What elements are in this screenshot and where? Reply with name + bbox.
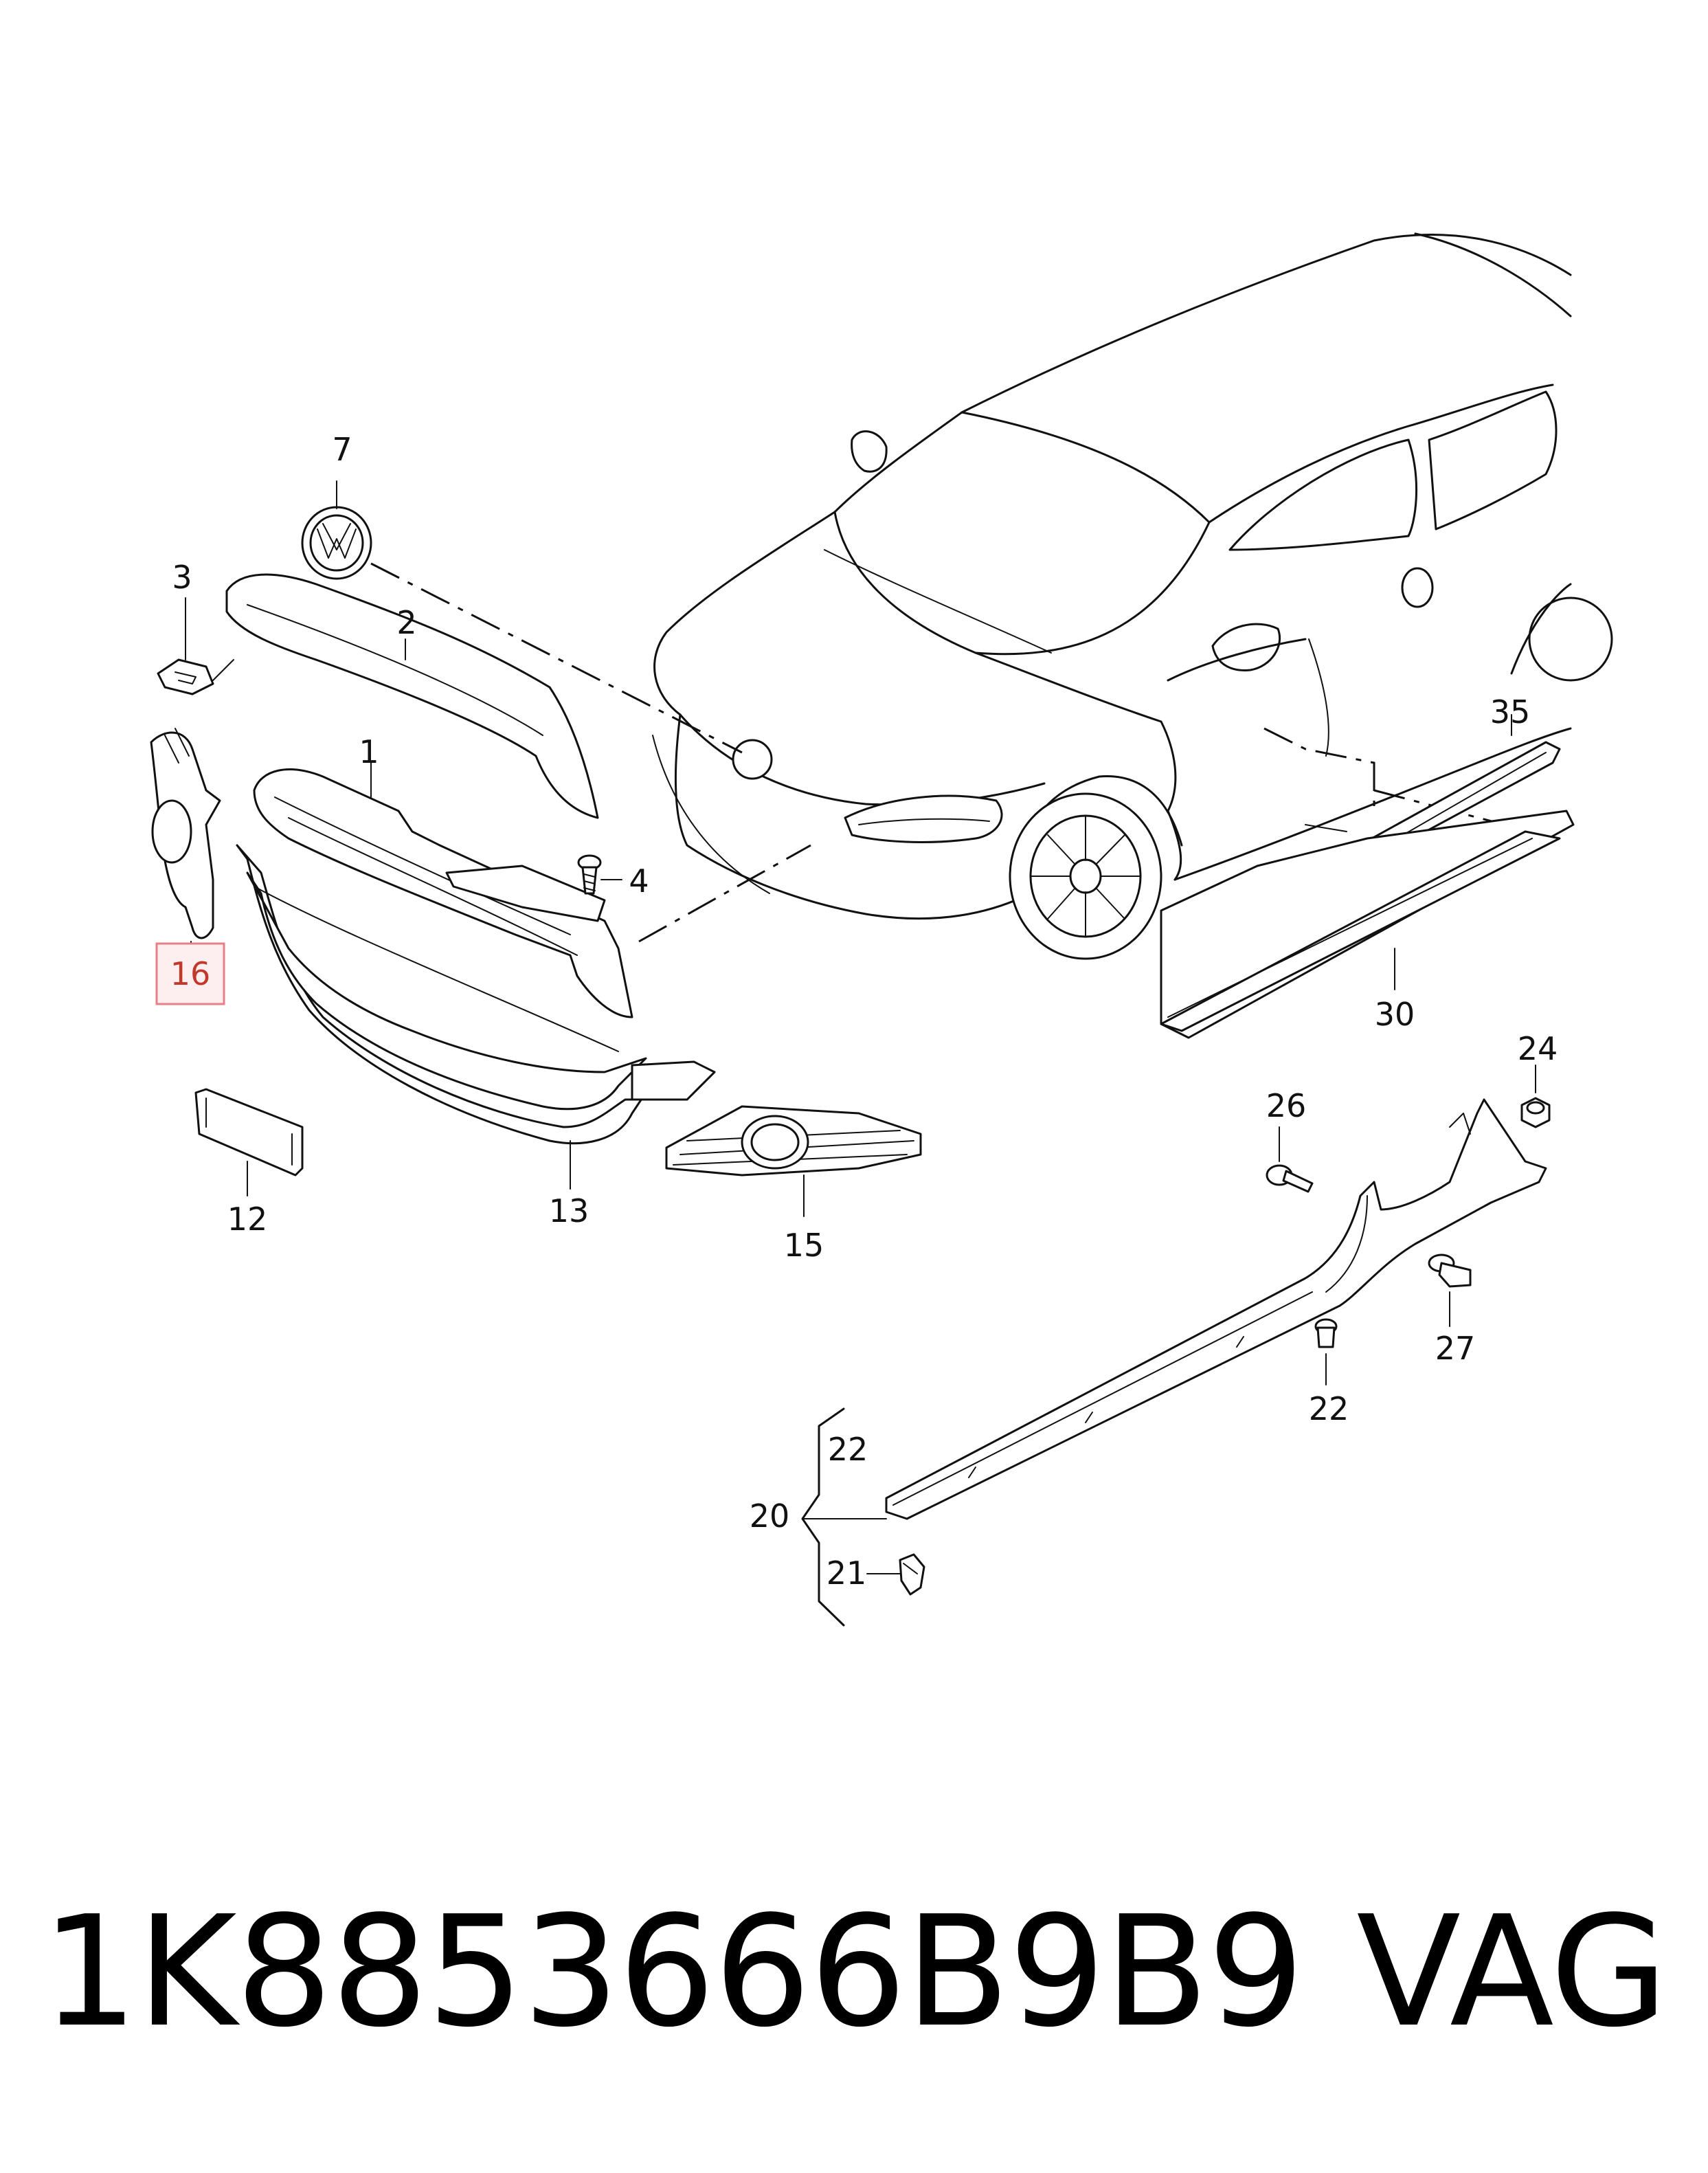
callout-26: 26 xyxy=(1266,1087,1307,1124)
callout-labels: 1 2 3 4 7 12 13 15 16 20 21 22 22 24 26 … xyxy=(170,431,1558,1592)
clip-part-27 xyxy=(1428,1253,1472,1327)
highlight-box-16 xyxy=(155,942,225,1005)
clip-part-21 xyxy=(899,1553,925,1596)
bracket-part-16 xyxy=(150,728,221,963)
callout-2: 2 xyxy=(396,604,416,641)
trim-strip-part-2 xyxy=(212,573,599,819)
callout-24: 24 xyxy=(1518,1030,1558,1067)
sill-panel-part-30 xyxy=(1160,810,1575,1039)
plate-part-12 xyxy=(194,1088,304,1196)
car-body-outline xyxy=(652,232,1613,960)
upper-grille-part-1 xyxy=(253,762,633,1018)
callout-20: 20 xyxy=(750,1497,790,1535)
part-number-footer: 1K8853666B9B9 VAG xyxy=(41,1869,1668,2075)
group-bracket-20 xyxy=(801,1407,901,1627)
callout-15: 15 xyxy=(784,1227,824,1264)
callout-35: 35 xyxy=(1490,693,1531,731)
screw-part-4 xyxy=(577,854,622,895)
brand-name: VAG xyxy=(1356,1884,1668,2061)
callout-13: 13 xyxy=(549,1192,589,1229)
fog-grille-part-15 xyxy=(665,1105,922,1217)
side-sill-part-20 xyxy=(885,1098,1547,1520)
callout-22-plug: 22 xyxy=(1309,1390,1349,1427)
callout-21: 21 xyxy=(827,1554,867,1592)
callout-1: 1 xyxy=(359,733,379,770)
main-grille-part-13 xyxy=(236,844,716,1190)
part-number: 1K8853666B9B9 xyxy=(41,1884,1305,2061)
clip-part-3 xyxy=(157,597,214,695)
callout-3: 3 xyxy=(172,559,192,596)
callout-30: 30 xyxy=(1375,996,1415,1033)
nut-part-24 xyxy=(1520,1065,1551,1128)
callout-22-bracket: 22 xyxy=(828,1431,868,1468)
callout-27: 27 xyxy=(1435,1330,1476,1367)
callout-4: 4 xyxy=(629,862,649,900)
callout-7: 7 xyxy=(332,431,352,468)
callout-12: 12 xyxy=(227,1201,268,1238)
plug-part-22 xyxy=(1314,1318,1338,1385)
vw-emblem-part xyxy=(301,480,372,580)
callout-16: 16 xyxy=(170,955,211,992)
screw-part-26 xyxy=(1266,1126,1314,1193)
